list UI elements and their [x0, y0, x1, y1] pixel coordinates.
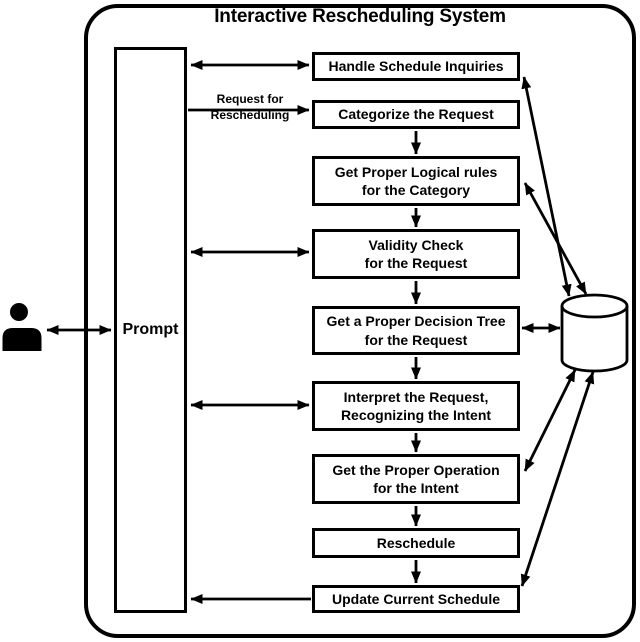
node-validity-check: Validity Check for the Request [312, 229, 520, 279]
user-icon [2, 303, 42, 351]
node-update-current-schedule: Update Current Schedule [312, 585, 520, 613]
node-handle-schedule-inquiries: Handle Schedule Inquiries [312, 52, 520, 81]
node-categorize-the-request: Categorize the Request [312, 100, 520, 129]
node-get-proper-decision-tree: Get a Proper Decision Tree for the Reque… [312, 306, 520, 355]
diagram-title: Interactive Rescheduling System [214, 6, 506, 27]
node-get-proper-operation: Get the Proper Operation for the Intent [312, 454, 520, 504]
node-interpret-the-request: Interpret the Request, Recognizing the I… [312, 381, 520, 431]
request-for-rescheduling-label: Request for Rescheduling [210, 92, 290, 122]
node-reschedule: Reschedule [312, 528, 520, 558]
node-prompt: Prompt [114, 47, 187, 613]
node-get-proper-logical-rules: Get Proper Logical rules for the Categor… [312, 156, 520, 206]
